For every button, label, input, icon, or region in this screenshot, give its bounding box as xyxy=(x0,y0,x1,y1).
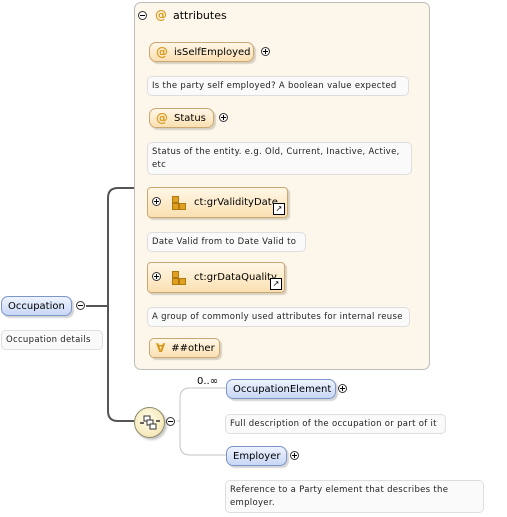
seq-line-top xyxy=(177,387,226,422)
attribute-isselfemployed-label: isSelfEmployed xyxy=(174,46,251,58)
element-occupationelement-label: OccupationElement xyxy=(233,383,332,395)
attributes-header: @ attributes xyxy=(155,8,227,22)
group-ref-validitydate[interactable]: ct:grValidityDate ↗ xyxy=(147,187,288,218)
attribute-status-label: Status xyxy=(174,112,206,124)
seq-line-bottom xyxy=(179,421,226,456)
element-occupation-label: Occupation xyxy=(8,300,65,312)
attribute-group-icon xyxy=(172,270,186,285)
any-attribute-other[interactable]: ∀ ##other xyxy=(149,338,220,358)
attributes-collapse-toggle[interactable] xyxy=(138,11,147,20)
validitydate-doc: Date Valid from to Date Valid to xyxy=(147,232,306,252)
status-expand-toggle[interactable] xyxy=(219,113,228,122)
attribute-icon: @ xyxy=(156,45,168,59)
group-ref-dataquality-label: ct:grDataQuality xyxy=(194,272,277,283)
occupationelement-expand-toggle[interactable] xyxy=(338,384,347,393)
employer-doc: Reference to a Party element that descri… xyxy=(225,480,484,513)
sequence-compositor[interactable] xyxy=(134,407,165,438)
any-attribute-icon: ∀ xyxy=(156,341,166,355)
branch-connector xyxy=(107,187,134,422)
element-occupationelement[interactable]: OccupationElement xyxy=(226,379,336,399)
attribute-icon: @ xyxy=(156,111,168,125)
group-ref-dataquality[interactable]: ct:grDataQuality ↗ xyxy=(147,262,285,293)
validitydate-expand-toggle[interactable] xyxy=(152,197,161,206)
occupation-collapse-toggle[interactable] xyxy=(76,301,85,310)
occupation-doc: Occupation details xyxy=(1,330,103,350)
isselfemployed-expand-toggle[interactable] xyxy=(261,47,270,56)
element-employer-label: Employer xyxy=(233,450,281,462)
attribute-group-icon xyxy=(172,195,186,210)
dataquality-expand-toggle[interactable] xyxy=(152,272,161,281)
element-occupation[interactable]: Occupation xyxy=(1,296,72,316)
isselfemployed-doc: Is the party self employed? A boolean va… xyxy=(147,76,409,96)
any-attribute-label: ##other xyxy=(171,342,215,354)
attributes-label: attributes xyxy=(173,9,227,22)
attribute-icon: @ xyxy=(155,8,167,22)
employer-expand-toggle[interactable] xyxy=(290,451,299,460)
dataquality-doc: A group of commonly used attributes for … xyxy=(147,307,410,327)
link-arrow-icon[interactable]: ↗ xyxy=(270,278,282,290)
element-employer[interactable]: Employer xyxy=(226,446,287,466)
occurrence-label: 0..∞ xyxy=(197,376,219,387)
link-arrow-icon[interactable]: ↗ xyxy=(273,203,285,215)
group-ref-validitydate-label: ct:grValidityDate xyxy=(194,197,278,208)
sequence-icon xyxy=(140,415,160,430)
attribute-isselfemployed[interactable]: @ isSelfEmployed xyxy=(149,42,254,62)
status-doc: Status of the entity. e.g. Old, Current,… xyxy=(147,142,412,175)
occupationelement-doc: Full description of the occupation or pa… xyxy=(225,414,446,434)
attribute-status[interactable]: @ Status xyxy=(149,108,214,128)
sequence-collapse-toggle[interactable] xyxy=(166,417,175,426)
